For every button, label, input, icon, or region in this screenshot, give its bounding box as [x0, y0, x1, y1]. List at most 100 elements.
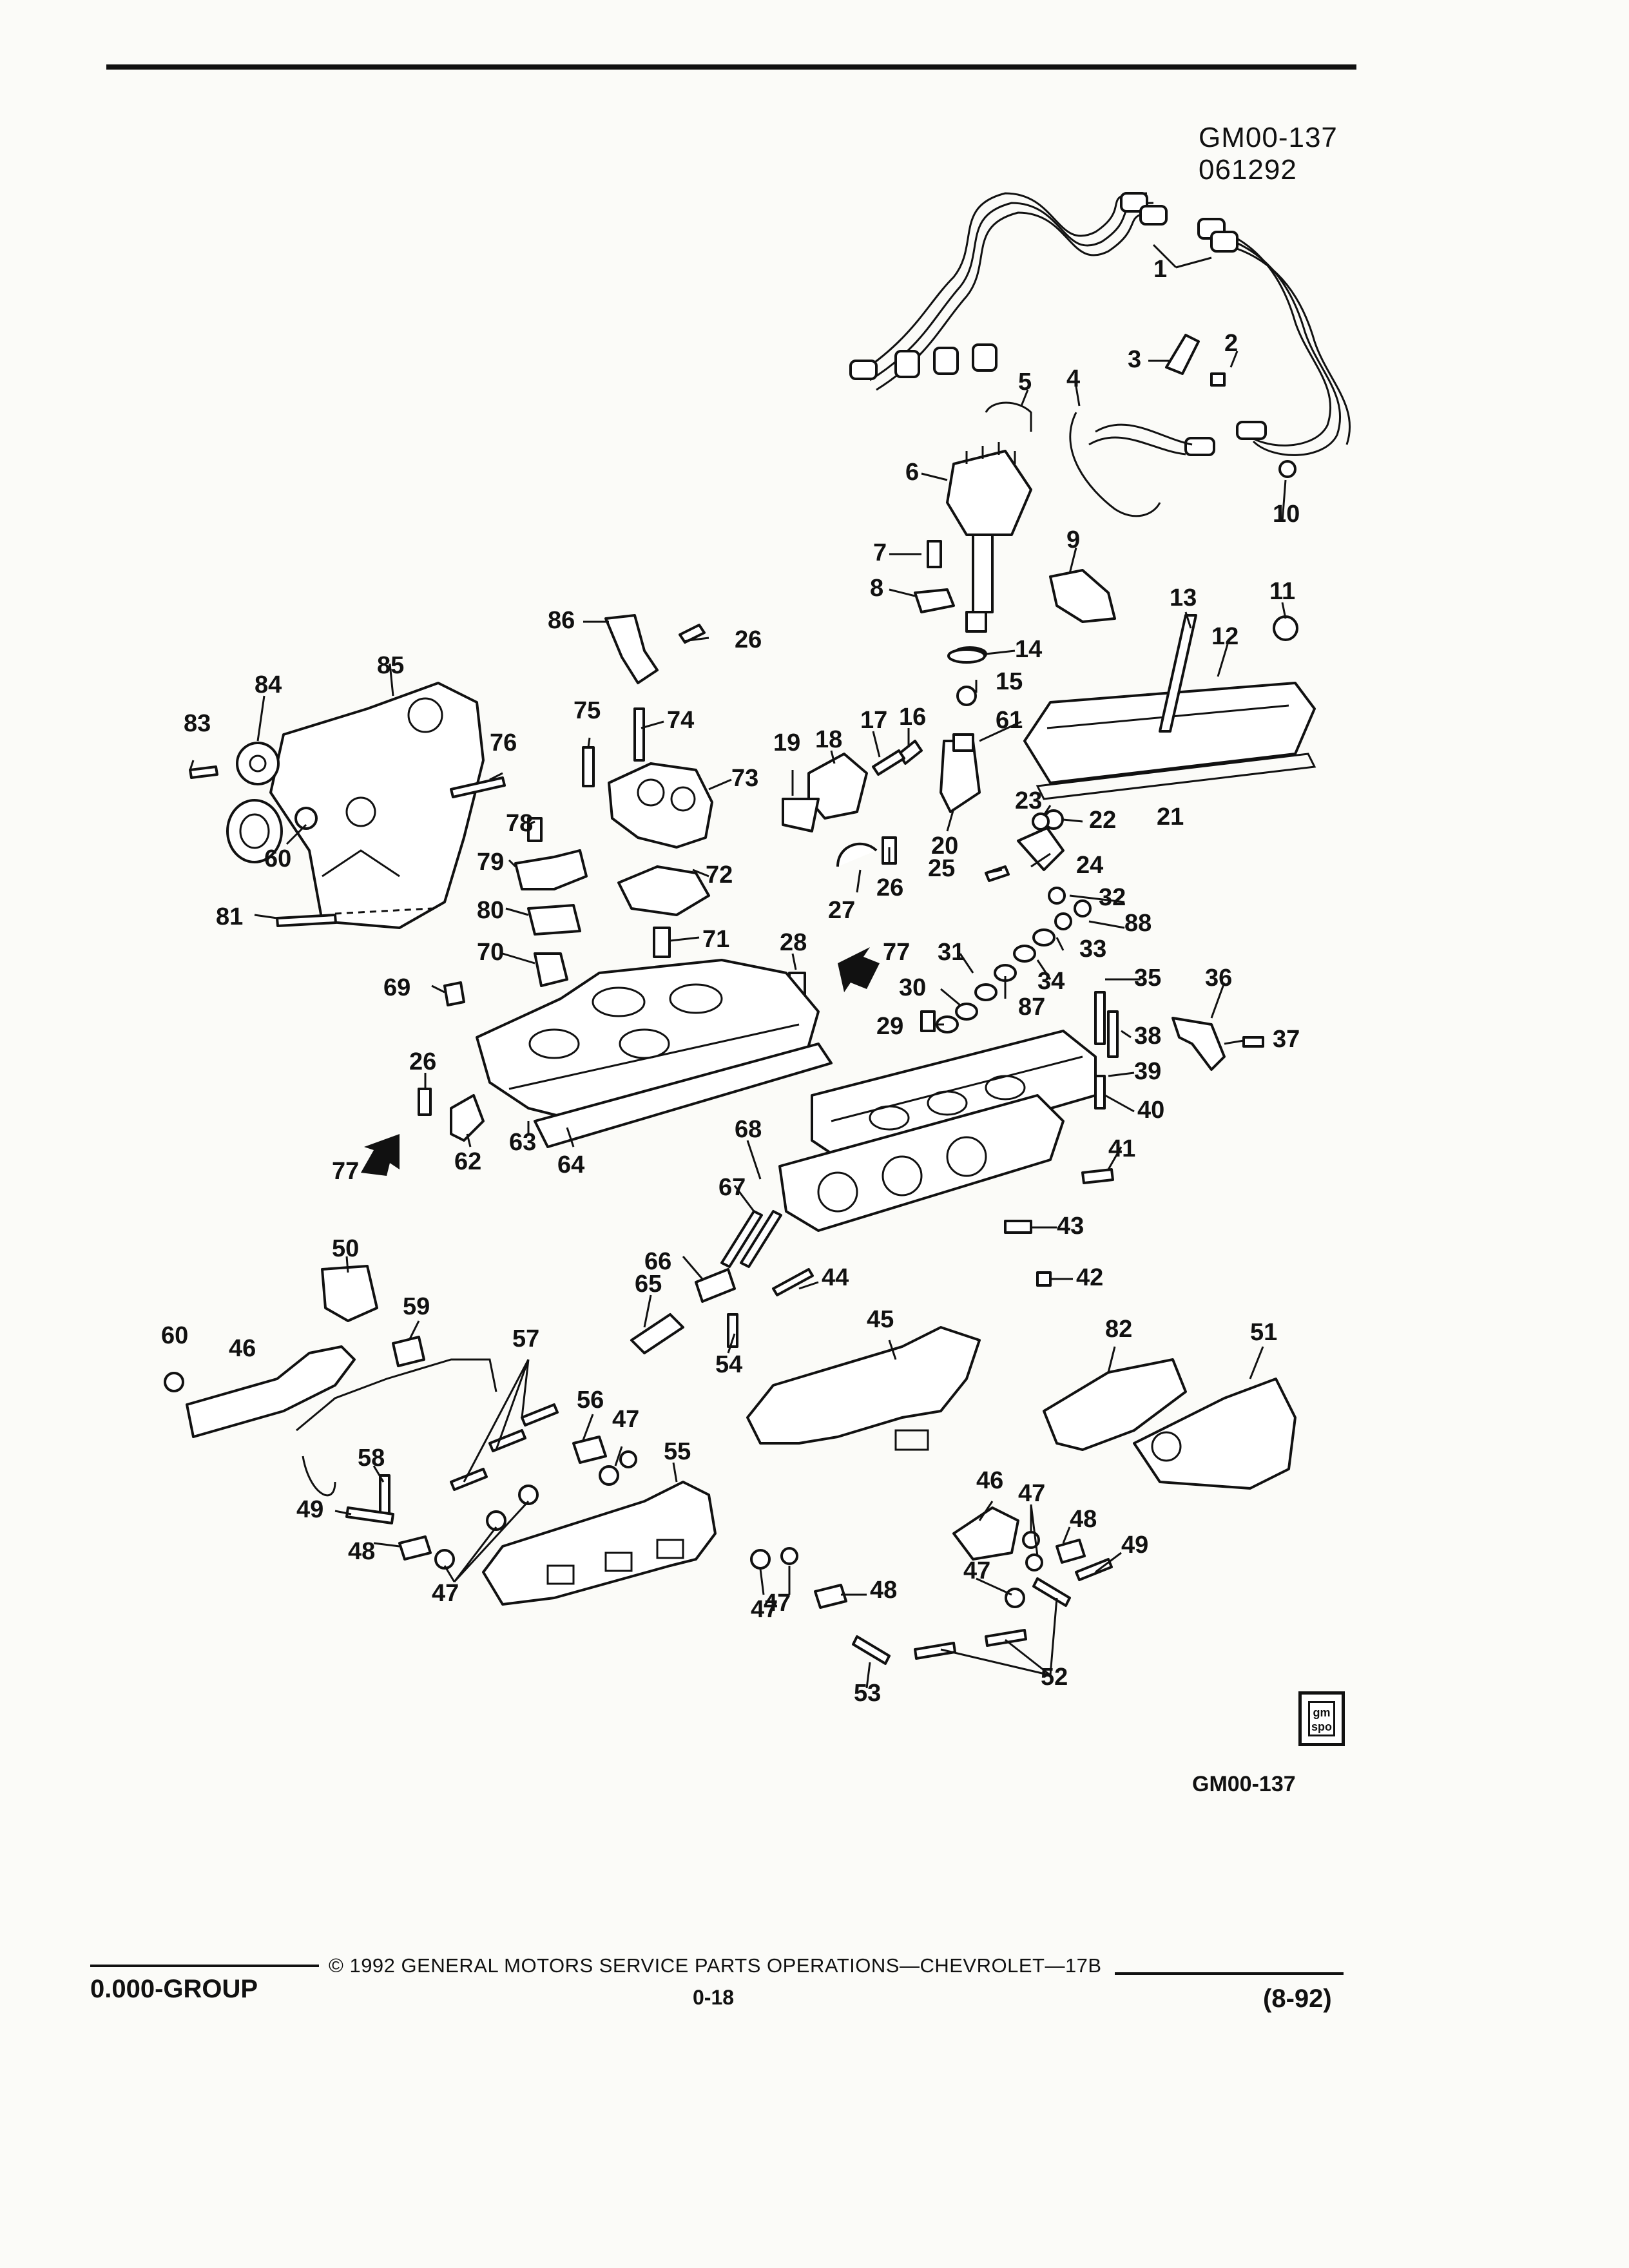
- part-label: 75: [574, 697, 601, 724]
- injector-65: [630, 1313, 684, 1354]
- part-label: 64: [557, 1151, 584, 1178]
- part-label: 22: [1089, 807, 1116, 834]
- part-label: 50: [332, 1235, 359, 1262]
- part-label: 83: [184, 710, 211, 737]
- bolt-52b: [985, 1629, 1027, 1647]
- sensor: [956, 686, 977, 706]
- bracket-86: [604, 614, 659, 684]
- sensor-71: [653, 927, 671, 958]
- part-label: 88: [1124, 910, 1152, 937]
- part-label: 14: [1015, 636, 1042, 663]
- part-label: 76: [490, 729, 517, 756]
- part-label: 48: [1070, 1506, 1097, 1533]
- part-label: 17: [860, 707, 887, 734]
- bolt-35: [1094, 991, 1106, 1045]
- part-label: 4: [1066, 365, 1080, 392]
- bolt-81: [276, 914, 337, 927]
- part-label: 21: [1157, 803, 1184, 831]
- egr-gasket: [782, 798, 820, 832]
- sensor-43: [1004, 1220, 1032, 1234]
- part-label: 61: [996, 707, 1023, 734]
- idler-pulley: [236, 742, 280, 785]
- caption-figure-code: GM00-137: [1192, 1772, 1296, 1796]
- part-label: 79: [477, 849, 504, 876]
- bolt-26-upper: [679, 624, 706, 644]
- exhaust-manifold-left: [482, 1481, 717, 1606]
- part-label: 27: [828, 897, 855, 924]
- clip-48-lower: [814, 1584, 847, 1609]
- part-label: 41: [1108, 1135, 1135, 1162]
- stud-57a: [521, 1403, 559, 1427]
- figure-date: 061292: [1199, 154, 1297, 186]
- part-label: 20: [931, 832, 958, 860]
- part-label: 24: [1076, 852, 1103, 879]
- pushrod-67: [720, 1210, 763, 1268]
- exhaust-manifold-right: [746, 1326, 981, 1451]
- stud-74: [633, 707, 645, 762]
- bolt-38: [1107, 1010, 1119, 1058]
- heat-shield-82: [1043, 1358, 1187, 1451]
- part-label: 66: [644, 1248, 671, 1275]
- nut-23: [1032, 812, 1050, 831]
- part-label: 84: [255, 671, 282, 698]
- part-label: 38: [1134, 1023, 1161, 1050]
- bolt-40: [1094, 1075, 1106, 1110]
- pressure-regulator: [321, 1265, 378, 1322]
- bolt-37: [1242, 1036, 1264, 1048]
- part-label: 47: [432, 1580, 459, 1607]
- thermostat-70: [534, 952, 568, 987]
- part-label: 15: [996, 668, 1023, 695]
- nut-47h: [1005, 1588, 1025, 1608]
- arrow-77-right: [838, 947, 880, 992]
- bolt-83: [189, 765, 218, 779]
- heat-shield-51: [1133, 1378, 1296, 1490]
- part-label: 70: [477, 939, 504, 966]
- leader-lines: [189, 244, 1287, 1689]
- nut-47b: [619, 1450, 637, 1468]
- part-label: 86: [548, 607, 575, 634]
- clip-48-left: [398, 1535, 432, 1561]
- part-label: 16: [899, 704, 926, 731]
- part-label: 26: [876, 874, 903, 901]
- rocker-66: [695, 1268, 736, 1303]
- part-label: 39: [1134, 1058, 1161, 1085]
- part-label: 34: [1037, 968, 1065, 995]
- part-label: 32: [1099, 884, 1126, 911]
- wire-clip: [1165, 334, 1200, 375]
- part-label: 33: [1079, 936, 1106, 963]
- bolt-17: [872, 749, 905, 776]
- part-label: 62: [454, 1148, 481, 1175]
- nut-47d: [486, 1510, 506, 1531]
- part-label: 65: [635, 1271, 662, 1298]
- bolt-76: [450, 776, 506, 798]
- part-label: 54: [715, 1351, 742, 1378]
- part-label: 58: [358, 1445, 385, 1472]
- spark-plug-wire-harness: [849, 192, 1351, 456]
- part-label: 45: [867, 1306, 894, 1333]
- distributor-gasket: [947, 648, 986, 664]
- distributor-lead: [985, 401, 1032, 432]
- part-label: 10: [1273, 501, 1300, 528]
- coil-wire: [1069, 412, 1161, 517]
- part-label: 28: [780, 929, 807, 956]
- valve-cover: [1023, 682, 1316, 800]
- bracket-36: [1171, 1017, 1226, 1071]
- intake-gasket: [534, 1043, 833, 1148]
- oil-filler-cap: [1273, 615, 1298, 641]
- part-label: 11: [1269, 578, 1295, 605]
- part-label: 19: [773, 729, 800, 756]
- nut-47j: [780, 1547, 798, 1565]
- water-outlet-79: [514, 849, 588, 890]
- stud-57b: [488, 1429, 526, 1452]
- grommet-61: [952, 733, 974, 752]
- part-label: 35: [1134, 965, 1161, 992]
- part-label: 40: [1137, 1097, 1164, 1124]
- part-label: 47: [751, 1596, 778, 1623]
- hold-down-bolt: [927, 540, 942, 568]
- part-label: 44: [822, 1264, 849, 1291]
- bolt-75: [582, 746, 595, 787]
- part-label: 25: [928, 855, 955, 882]
- valve-springs: [920, 887, 1092, 1033]
- pushrod-67b: [740, 1210, 782, 1268]
- part-label: 43: [1057, 1213, 1084, 1240]
